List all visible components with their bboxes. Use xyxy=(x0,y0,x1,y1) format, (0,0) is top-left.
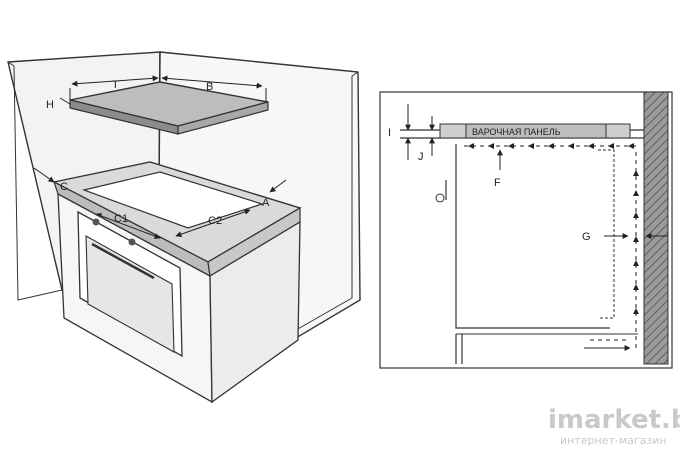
label-t: T xyxy=(112,79,119,91)
wall-section xyxy=(643,91,669,365)
label-c: C xyxy=(60,181,68,193)
right-diagram: ВАРОЧНАЯ ПАНЕЛЬ I J xyxy=(379,91,673,369)
airflow-wall xyxy=(584,150,639,351)
cabinet xyxy=(57,192,301,404)
watermark: imarket.by интернет-магазин xyxy=(548,405,680,447)
hob-label: ВАРОЧНАЯ ПАНЕЛЬ xyxy=(472,127,561,137)
airflow-top xyxy=(460,143,636,149)
label-f: F xyxy=(494,177,501,189)
label-g: G xyxy=(582,231,591,243)
watermark-brand: imarket.by xyxy=(548,405,680,435)
oven-section xyxy=(435,144,638,364)
watermark-tagline: интернет-магазин xyxy=(560,434,667,447)
label-a: A xyxy=(262,197,270,209)
left-diagram: T B H C A C1 C2 xyxy=(7,51,361,404)
label-c2: C2 xyxy=(208,215,222,227)
hob-section: ВАРОЧНАЯ ПАНЕЛЬ xyxy=(439,123,631,139)
label-i: I xyxy=(388,127,391,139)
label-c1: C1 xyxy=(114,213,128,225)
label-j: J xyxy=(418,151,424,163)
label-b: B xyxy=(206,81,213,93)
label-h: H xyxy=(46,99,54,111)
hob-top xyxy=(69,81,269,135)
